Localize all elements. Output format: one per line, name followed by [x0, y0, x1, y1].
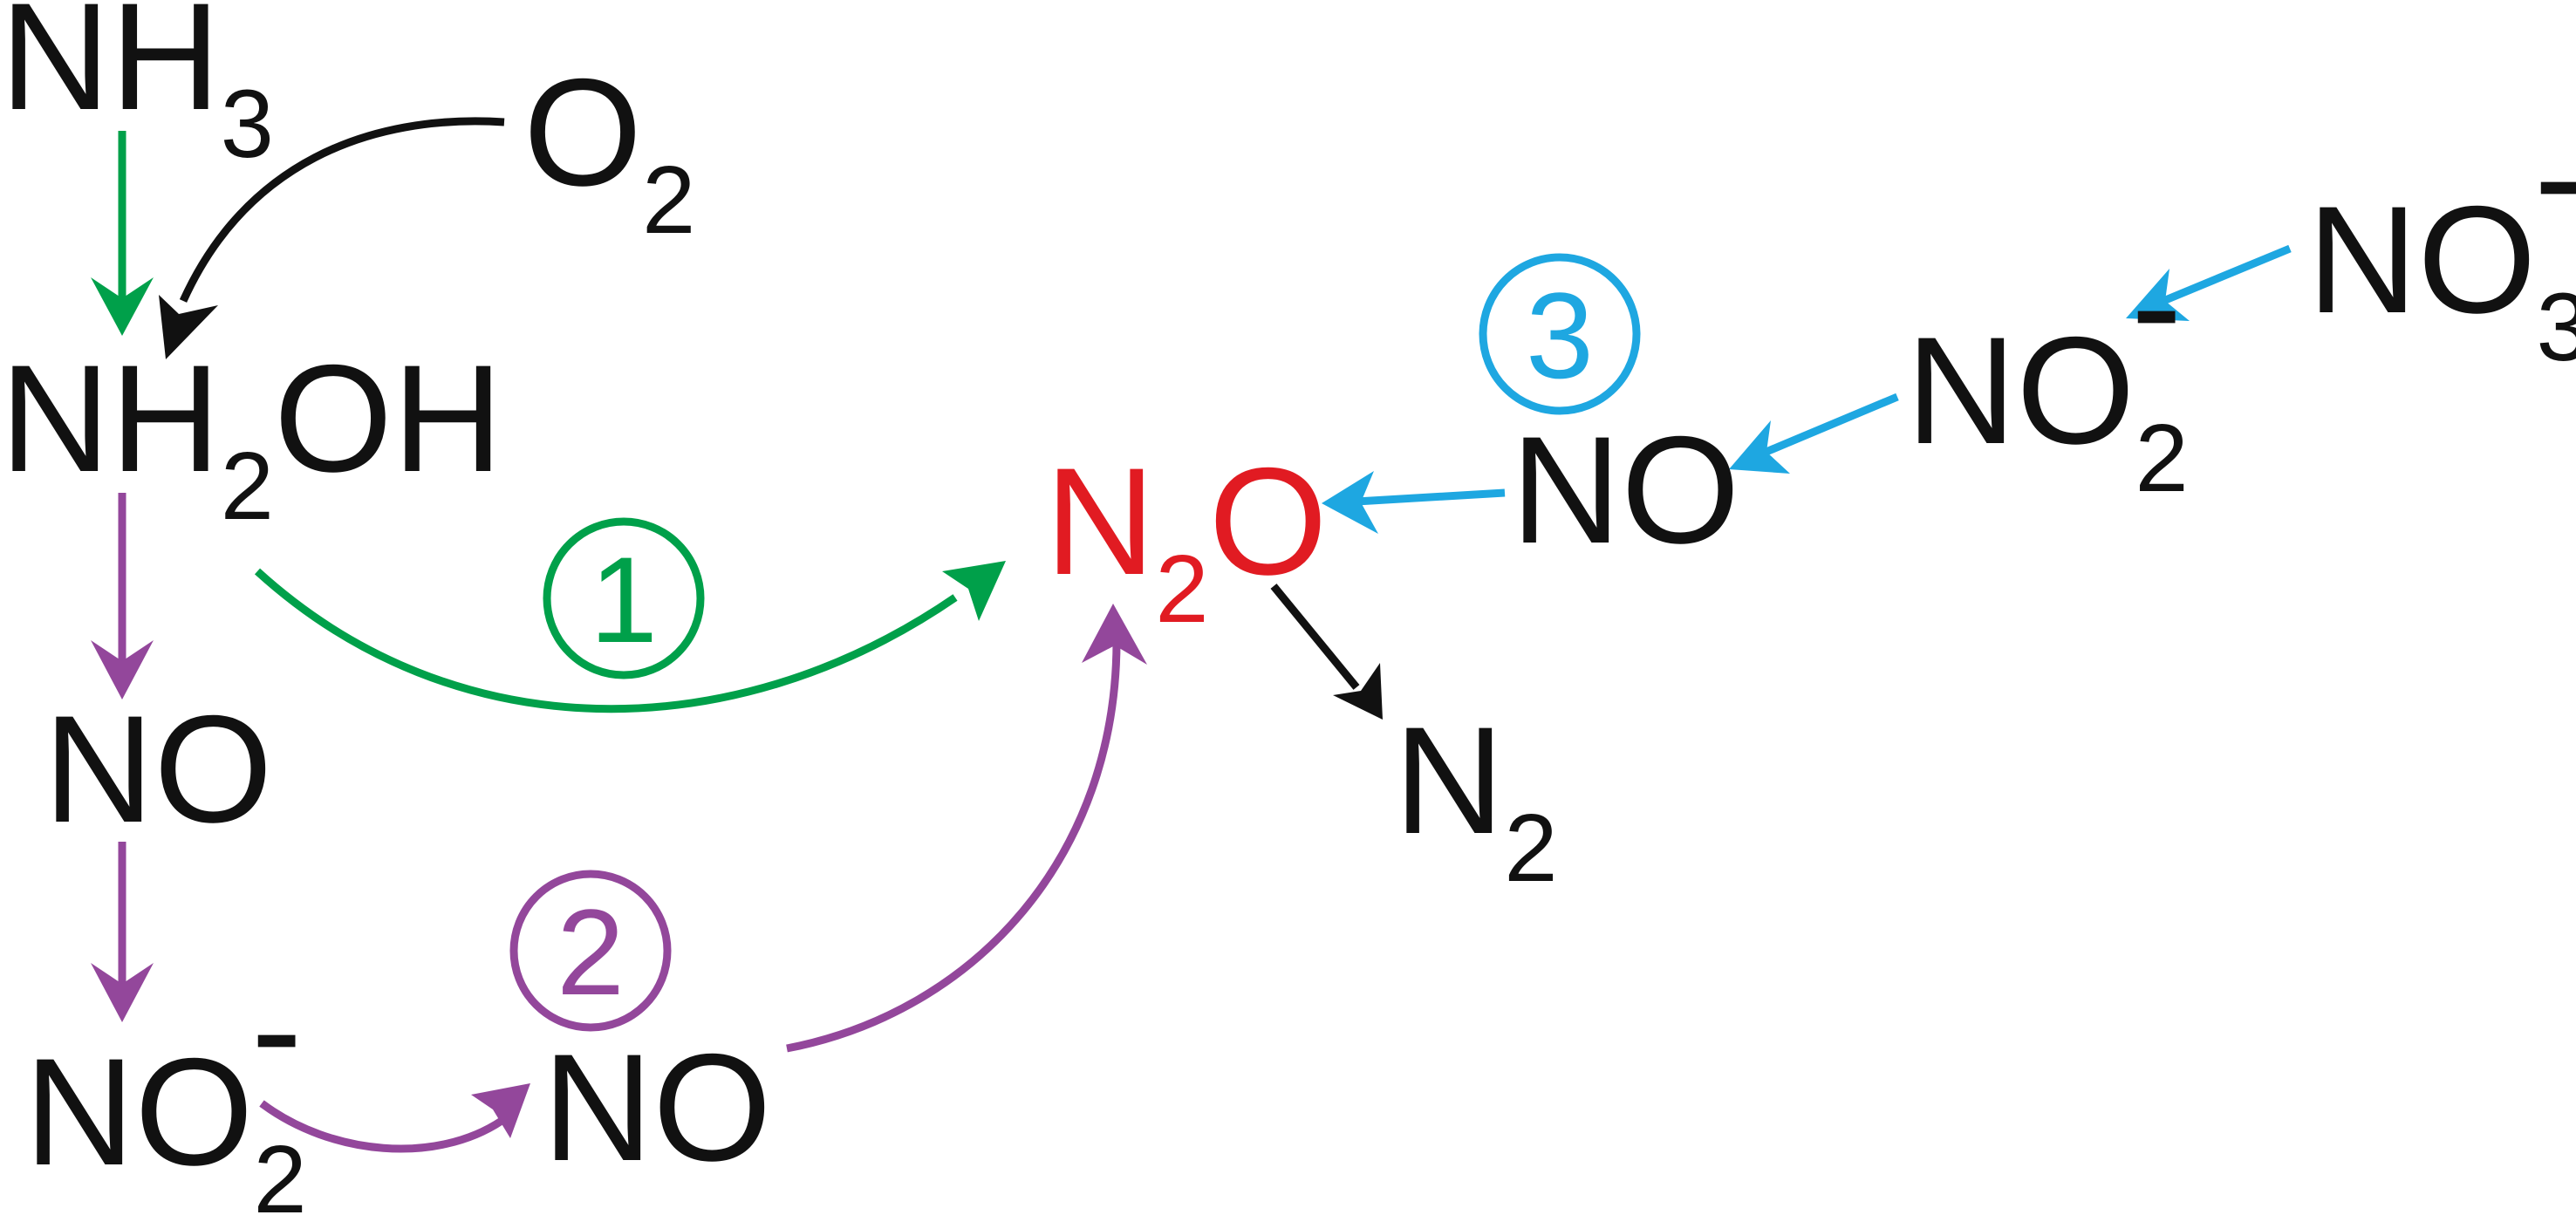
pathway-badge-3-circle: [1479, 253, 1641, 415]
species-no3-charge: -: [2534, 92, 2576, 262]
species-o2: O2: [523, 48, 695, 254]
arrow-no-right-to-n2o: [1356, 488, 1506, 506]
arrow-no2-right-to-no-right: [1760, 392, 1899, 458]
arrowhead-nh2oh-to-no: [91, 640, 154, 700]
pathway-badge-2-circle: [509, 870, 672, 1032]
species-n2o: N2O: [1045, 437, 1328, 643]
species-no-right: NO: [1511, 406, 1740, 576]
species-no-left: NO: [44, 685, 273, 855]
arrow-o2-to-nh2oh: [179, 117, 505, 303]
arrowhead-nh3-to-nh2oh: [91, 277, 154, 336]
arrowhead-no-to-no2: [91, 963, 154, 1022]
arrow-no3-to-no2-right: [2162, 244, 2292, 305]
arrowhead-no3-to-no2-right: [2126, 269, 2190, 321]
pathway-badge-1-circle: [543, 517, 705, 679]
pathway-badge-1: 1: [543, 517, 705, 679]
arrow-no2-to-no-bottom: [259, 1100, 504, 1153]
species-no2-right: NO2: [1906, 306, 2189, 512]
pathway-badge-2-label: 2: [557, 884, 625, 1020]
arrowhead-no-bottom-to-n2o: [1082, 604, 1147, 665]
species-no2-left: NO2: [24, 1027, 307, 1215]
arrowhead-n2o-to-n2: [1333, 663, 1383, 720]
arrowhead-no2-to-no-bottom: [471, 1083, 530, 1138]
species-no-bottom: NO: [543, 1023, 772, 1193]
pathway-badge-3: 3: [1479, 253, 1641, 415]
arrows: [91, 117, 2292, 1153]
arrow-nh2oh-to-n2o: [254, 568, 958, 713]
pathway-badge-2: 2: [509, 870, 672, 1032]
species-no3: NO3: [2307, 175, 2576, 381]
arrow-n2o-to-n2: [1270, 584, 1360, 690]
arrowhead-o2-to-nh2oh: [159, 295, 218, 359]
species-n2: N2: [1394, 696, 1558, 902]
arrowhead-nh2oh-to-n2o: [942, 561, 1006, 621]
pathway-badges: 1 2 3: [509, 253, 1641, 1032]
species-nh2oh: NH2OH: [0, 334, 502, 540]
species-nh3: NH3: [0, 0, 274, 178]
arrow-no-bottom-to-n2o: [786, 640, 1121, 1053]
pathway-badge-3-label: 3: [1526, 267, 1594, 404]
arrowhead-no2-right-to-no-right: [1729, 420, 1790, 474]
pathway-badge-1-label: 1: [590, 531, 658, 668]
species-no2-left-charge: -: [251, 945, 302, 1115]
species-no2-right-charge: -: [2131, 221, 2182, 391]
arrowhead-no-right-to-n2o: [1322, 471, 1378, 534]
